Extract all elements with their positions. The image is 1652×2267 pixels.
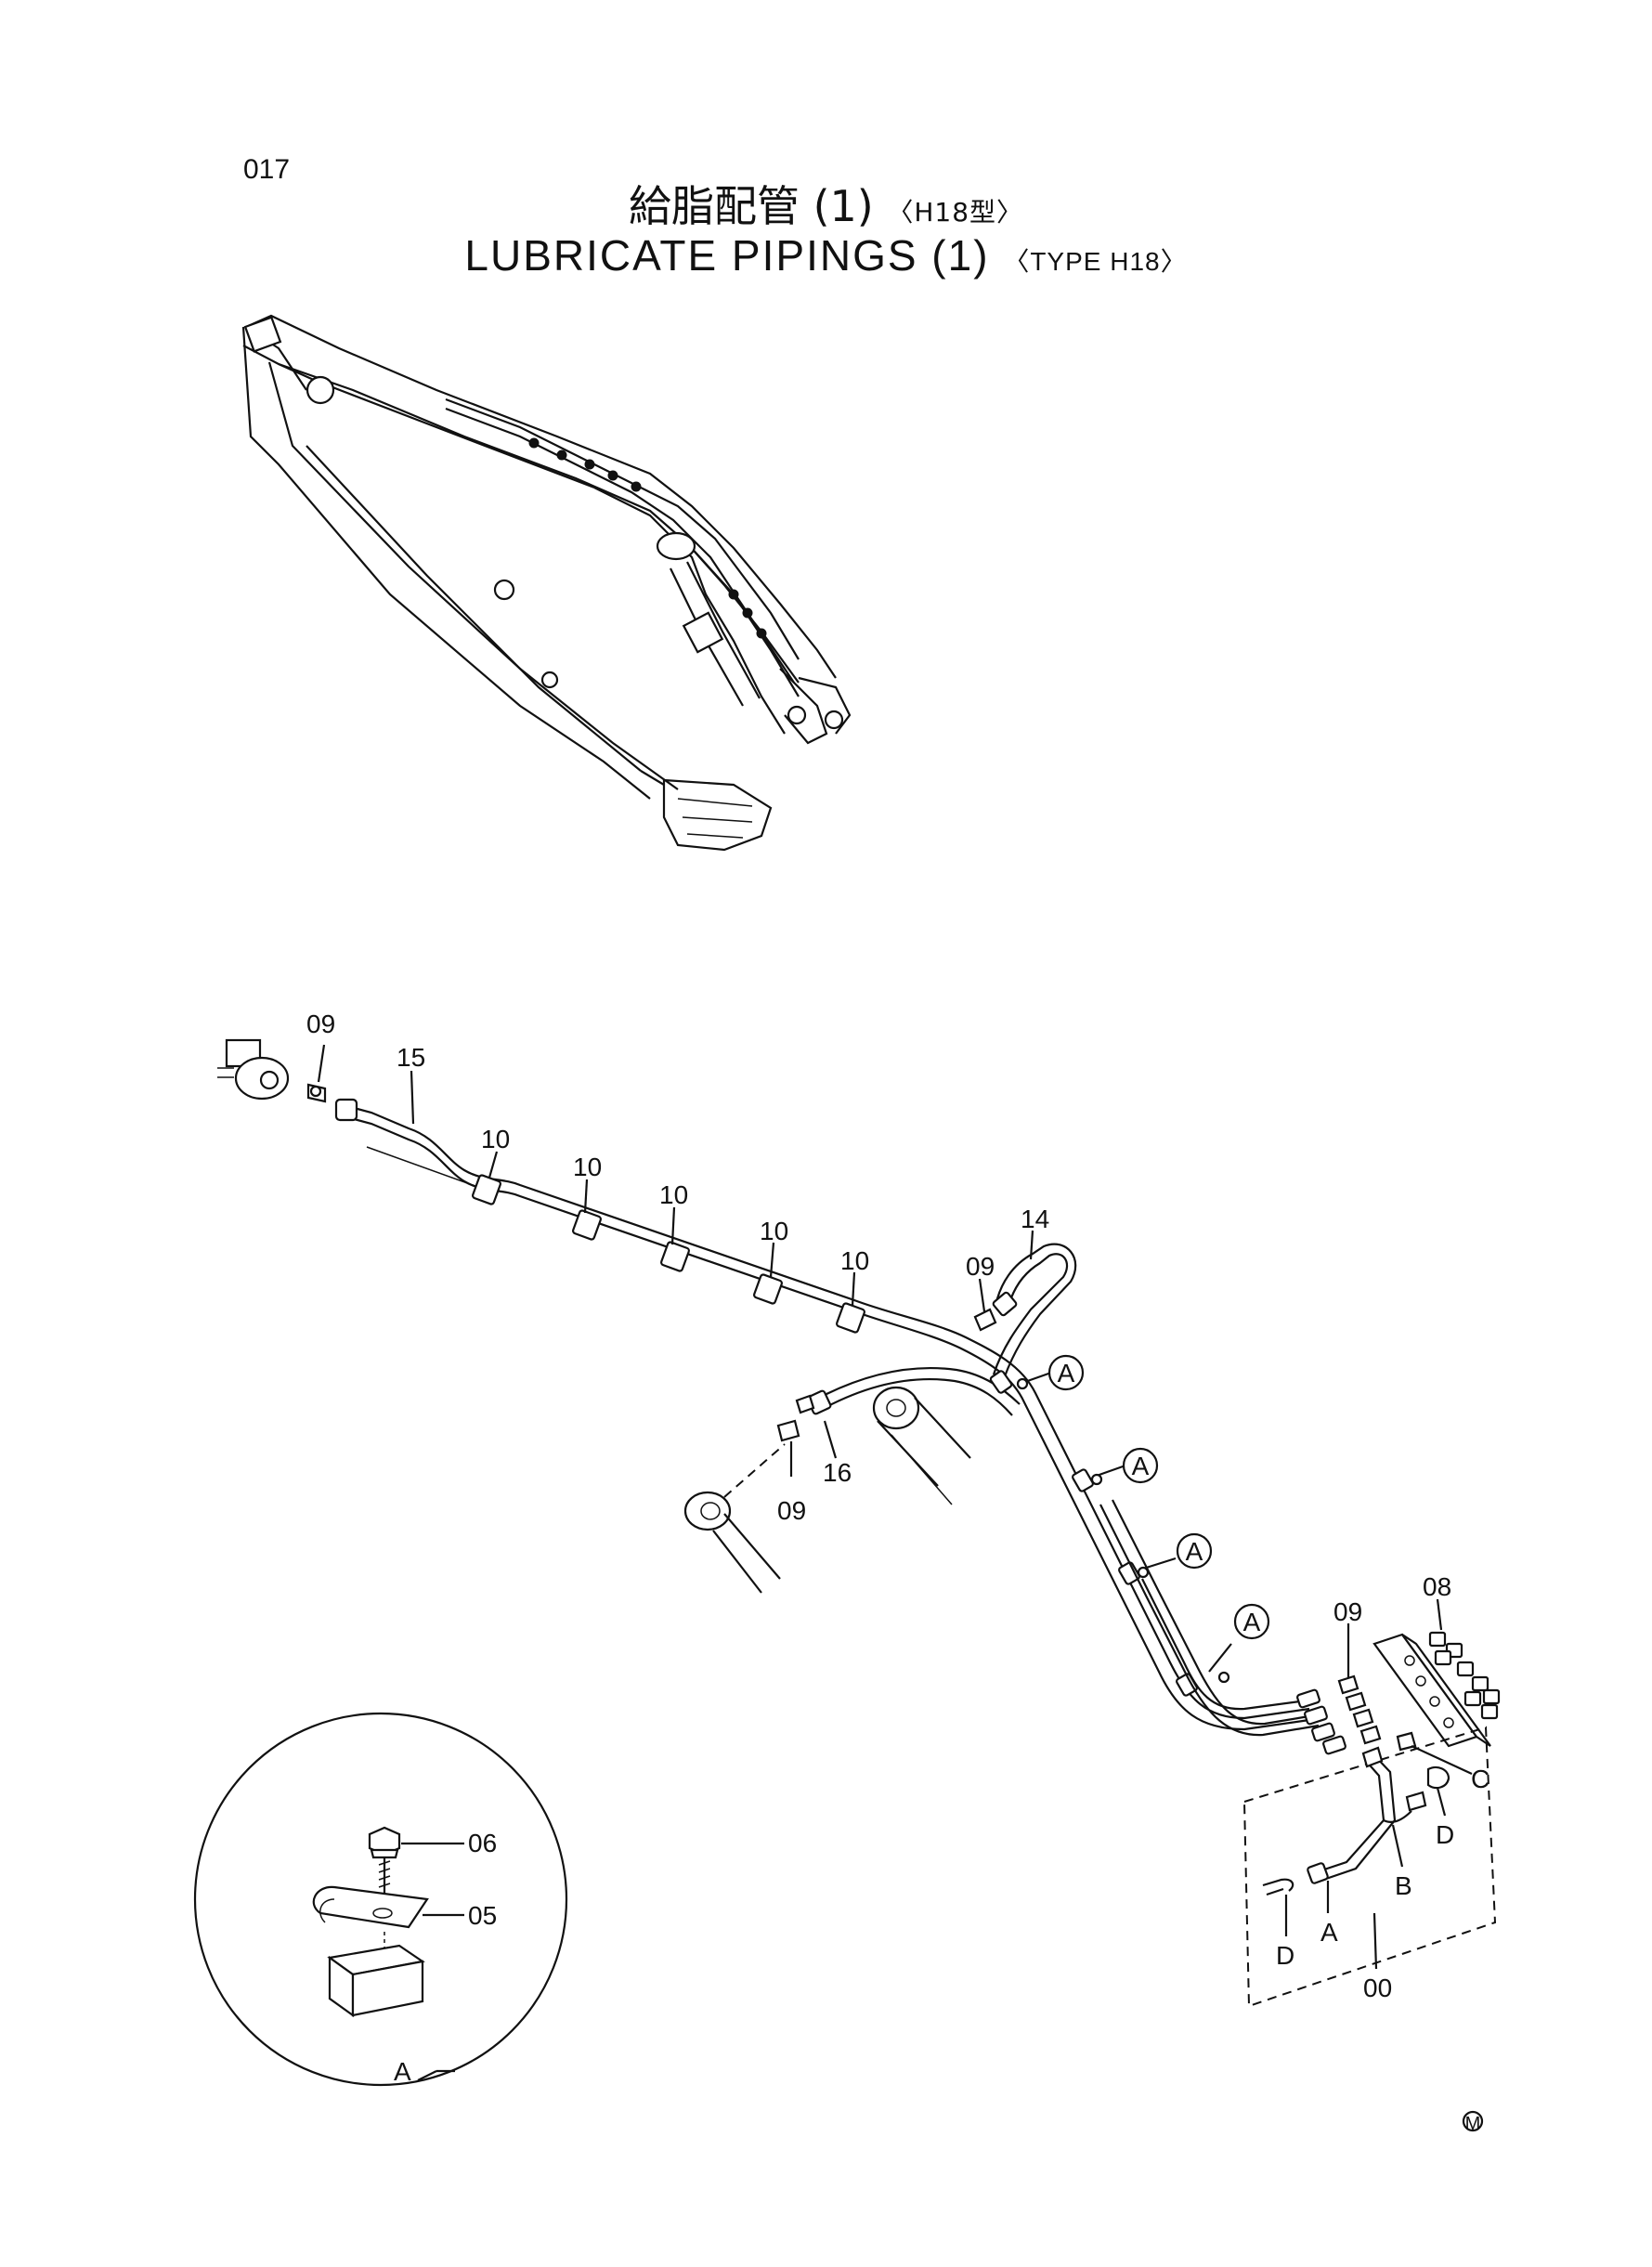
detail-a-bolt-clamp	[312, 1826, 464, 2018]
lubrication-piping-drawing: A A A A	[193, 1038, 1501, 2132]
title-en-type: 〈TYPE H18〉	[1003, 247, 1188, 276]
callout-00: 00	[1363, 1974, 1392, 2002]
boom-arm-overview-illustration	[241, 314, 852, 852]
detail-a-ref-1: A	[1058, 1359, 1075, 1388]
callout-D-right: D	[1436, 1820, 1454, 1849]
callout-C: C	[1471, 1765, 1489, 1793]
callout-09-top-left: 09	[306, 1010, 335, 1038]
callout-06: 06	[468, 1829, 497, 1857]
detail-a-ref-2: A	[1132, 1452, 1150, 1480]
title-en-main: LUBRICATE PIPINGS (1)	[464, 231, 990, 280]
callout-08: 08	[1423, 1572, 1451, 1601]
callout-15: 15	[397, 1043, 425, 1072]
callout-10-first: 10	[481, 1125, 510, 1153]
callout-09-right: 09	[1333, 1597, 1362, 1626]
callout-05: 05	[468, 1901, 497, 1930]
callout-16: 16	[823, 1458, 852, 1487]
callout-B: B	[1395, 1871, 1412, 1900]
callout-10-second: 10	[573, 1153, 602, 1181]
title-english: LUBRICATE PIPINGS (1) 〈TYPE H18〉	[0, 230, 1652, 280]
callout-A: A	[1320, 1918, 1338, 1947]
part-callouts: 09 15 10 10 10 10 10 14 09 16 09 08 09 C…	[306, 1010, 1489, 2134]
title-japanese: 給脂配管 (1) 〈H18型〉	[0, 173, 1652, 234]
callout-09-lower: 09	[777, 1496, 806, 1525]
title-jp-main: 給脂配管 (1)	[628, 181, 874, 231]
callout-14: 14	[1021, 1205, 1049, 1233]
detail-a-label: A	[394, 2057, 411, 2086]
page-number: 017	[243, 154, 291, 185]
detail-a-callouts: A A A A	[1047, 1354, 1270, 1640]
callout-D-left: D	[1276, 1941, 1294, 1970]
callout-10-fifth: 10	[840, 1246, 869, 1275]
callout-09-mid: 09	[966, 1252, 995, 1281]
detail-a-ref-3: A	[1186, 1537, 1203, 1566]
callout-10-third: 10	[659, 1180, 688, 1209]
detail-a-ref-4: A	[1243, 1608, 1261, 1636]
callout-10-fourth: 10	[760, 1217, 788, 1245]
maker-mark: M	[1465, 2114, 1481, 2134]
title-jp-type: 〈H18型〉	[887, 197, 1024, 228]
